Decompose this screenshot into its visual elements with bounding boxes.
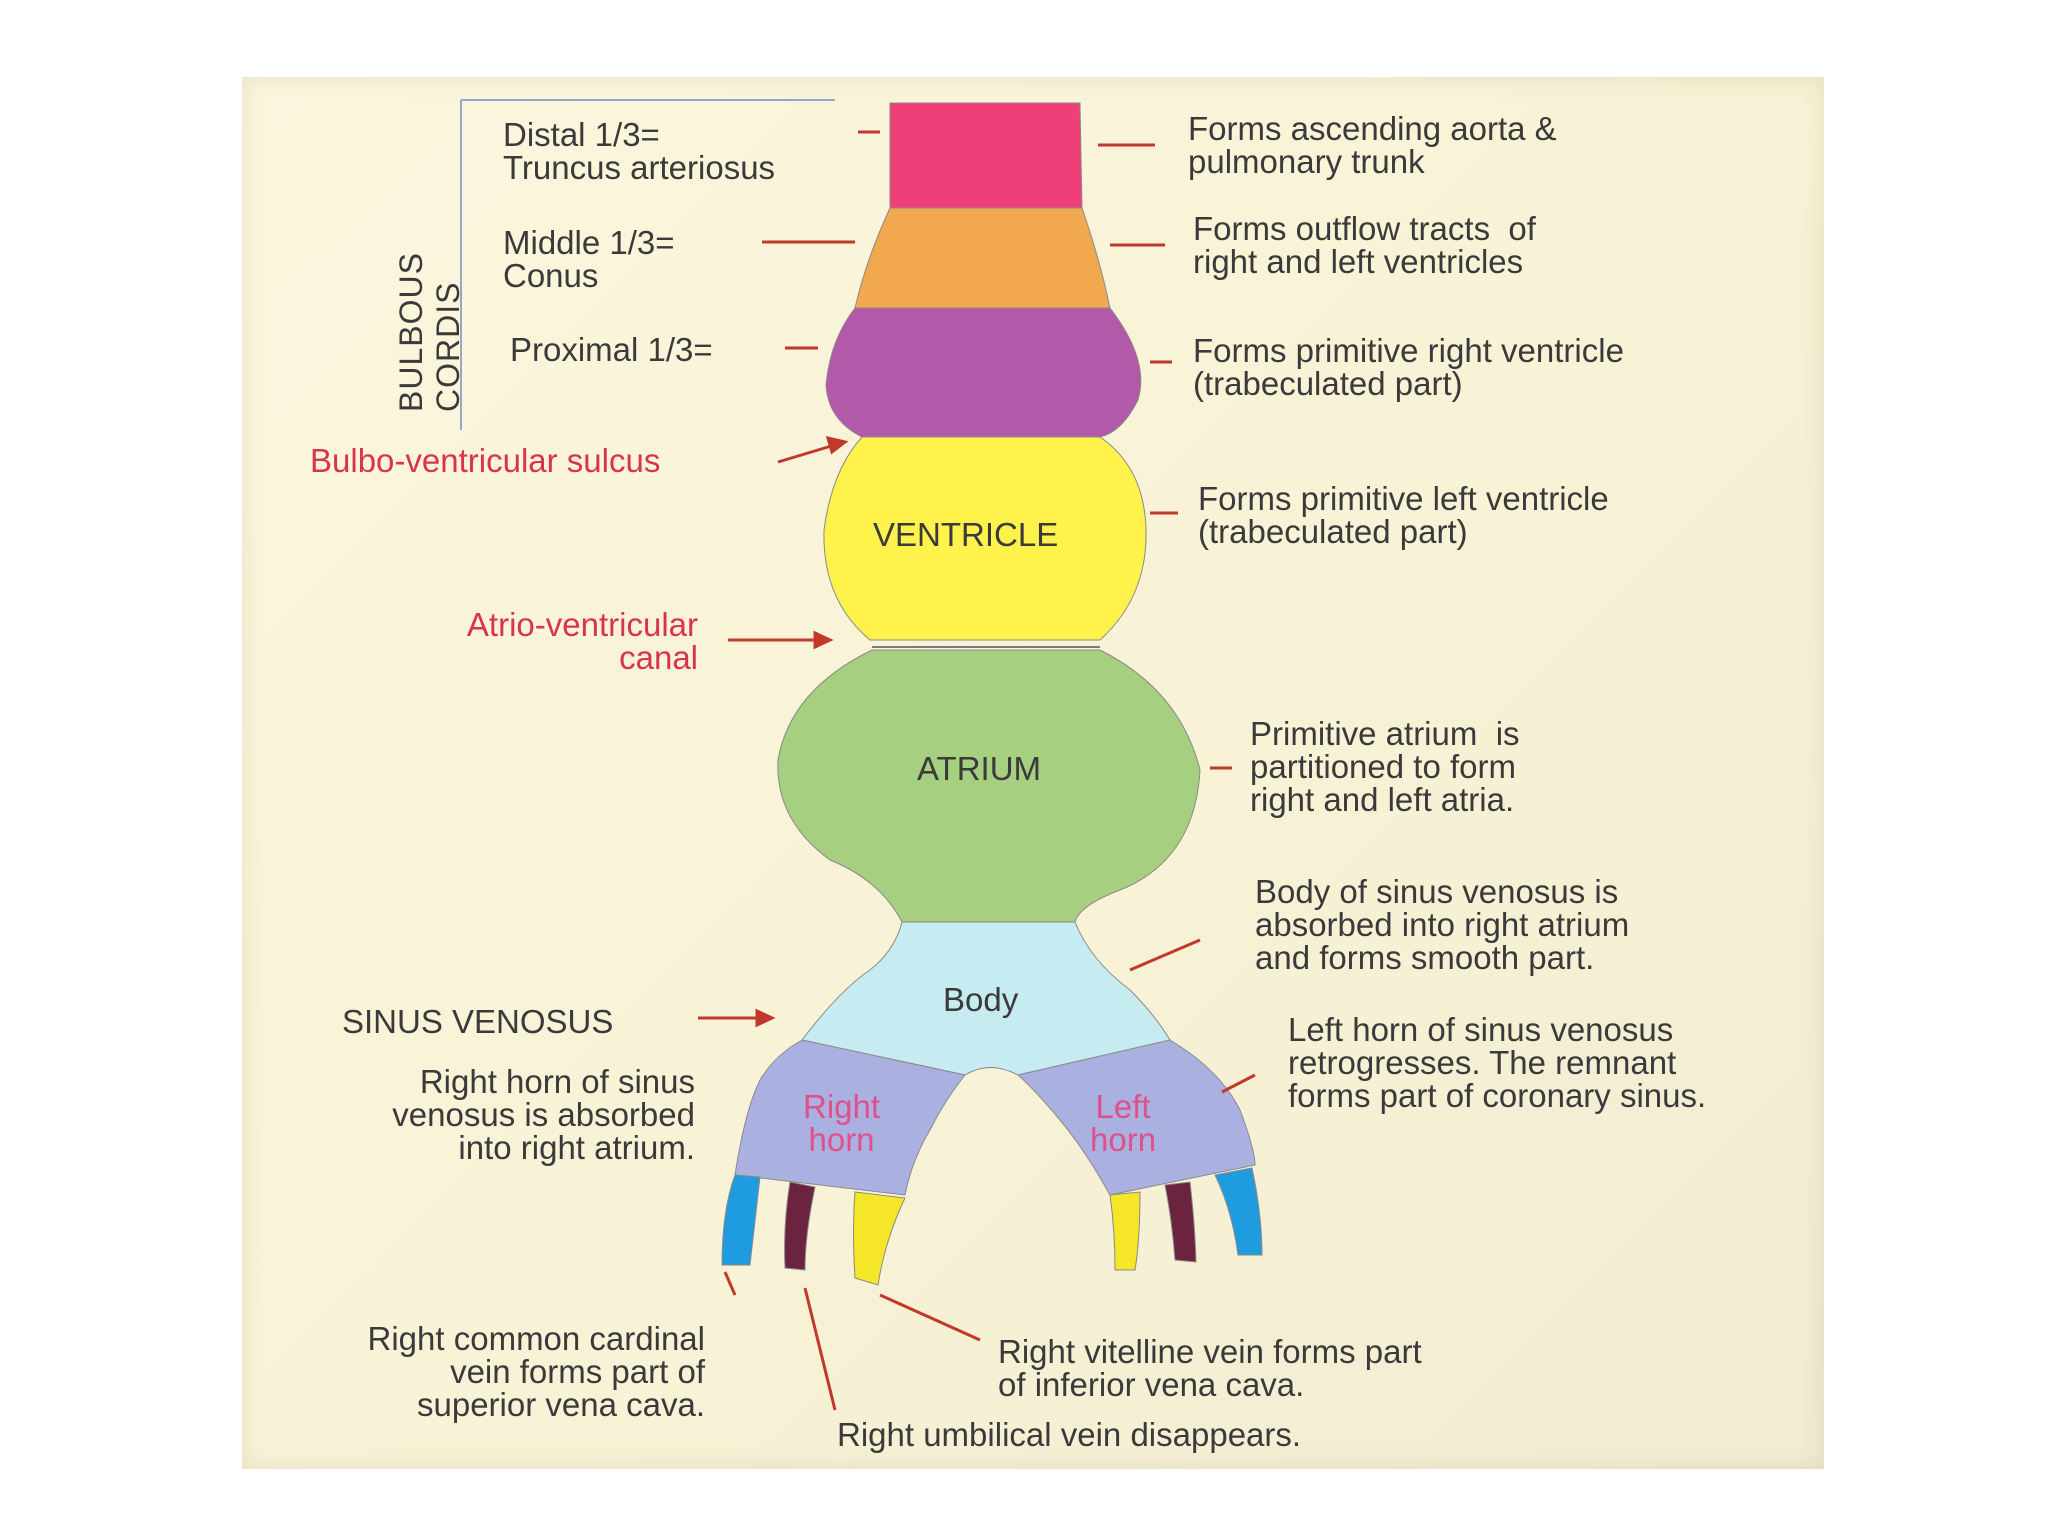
body-fate: Body of sinus venosus is absorbed into r…: [1255, 873, 1630, 976]
right-umbilical-vein: [784, 1181, 816, 1271]
proximal-label: Proximal 1/3=: [510, 331, 713, 368]
left-horn-label: Left horn: [1090, 1088, 1157, 1158]
proximal-fate: Forms primitive right ventricle (trabecu…: [1193, 332, 1624, 402]
left-umbilical-vein: [1164, 1181, 1197, 1263]
right-pointer-lines: [723, 130, 1256, 1411]
ventricle-fate: Forms primitive left ventricle (trabecul…: [1198, 480, 1609, 550]
right-common-cardinal-label: Right common cardinal vein forms part of…: [367, 1320, 705, 1423]
right-horn-label: Right horn: [803, 1088, 881, 1158]
conus-segment: [854, 207, 1111, 309]
middle-fate: Forms outflow tracts of right and left v…: [1193, 210, 1536, 280]
right-umbilical-label: Right umbilical vein disappears.: [837, 1416, 1302, 1453]
body-label: Body: [943, 981, 1019, 1018]
distal-label: Distal 1/3= Truncus arteriosus: [503, 116, 776, 186]
bulbo-ventricular-label: Bulbo-ventricular sulcus: [310, 442, 661, 479]
left-horn-segment: [1016, 1039, 1256, 1196]
distal-fate: Forms ascending aorta & pulmonary trunk: [1188, 110, 1557, 180]
sinus-venosus-label: SINUS VENOSUS: [342, 1003, 614, 1040]
right-common-cardinal-vein: [721, 1174, 761, 1266]
right-horn-segment: [734, 1039, 966, 1196]
atrium-label: ATRIUM: [917, 750, 1042, 787]
left-vitelline-vein: [1109, 1191, 1141, 1271]
middle-label: Middle 1/3= Conus: [503, 224, 675, 294]
atrio-ventricular-label: Atrio-ventricular canal: [466, 606, 698, 676]
bulbous-cordis-bracket: [460, 99, 835, 430]
left-common-cardinal-vein: [1214, 1167, 1263, 1256]
bulbous-cordis-title: BULBOUS CORDIS: [393, 252, 466, 412]
truncus-segment: [889, 102, 1083, 209]
proximal-segment: [825, 307, 1142, 438]
left-horn-fate: Left horn of sinus venosus retrogresses.…: [1288, 1011, 1707, 1114]
right-vitelline-label: Right vitelline vein forms part of infer…: [998, 1333, 1422, 1403]
right-vitelline-vein: [853, 1191, 906, 1286]
atrium-fate: Primitive atrium is partitioned to form …: [1250, 715, 1520, 818]
right-horn-note: Right horn of sinus venosus is absorbed …: [392, 1063, 695, 1166]
sinus-body-segment: [801, 921, 1171, 1076]
left-arrows: [698, 435, 849, 1028]
ventricle-label: VENTRICLE: [873, 516, 1059, 553]
ventricle-segment: [823, 436, 1147, 641]
